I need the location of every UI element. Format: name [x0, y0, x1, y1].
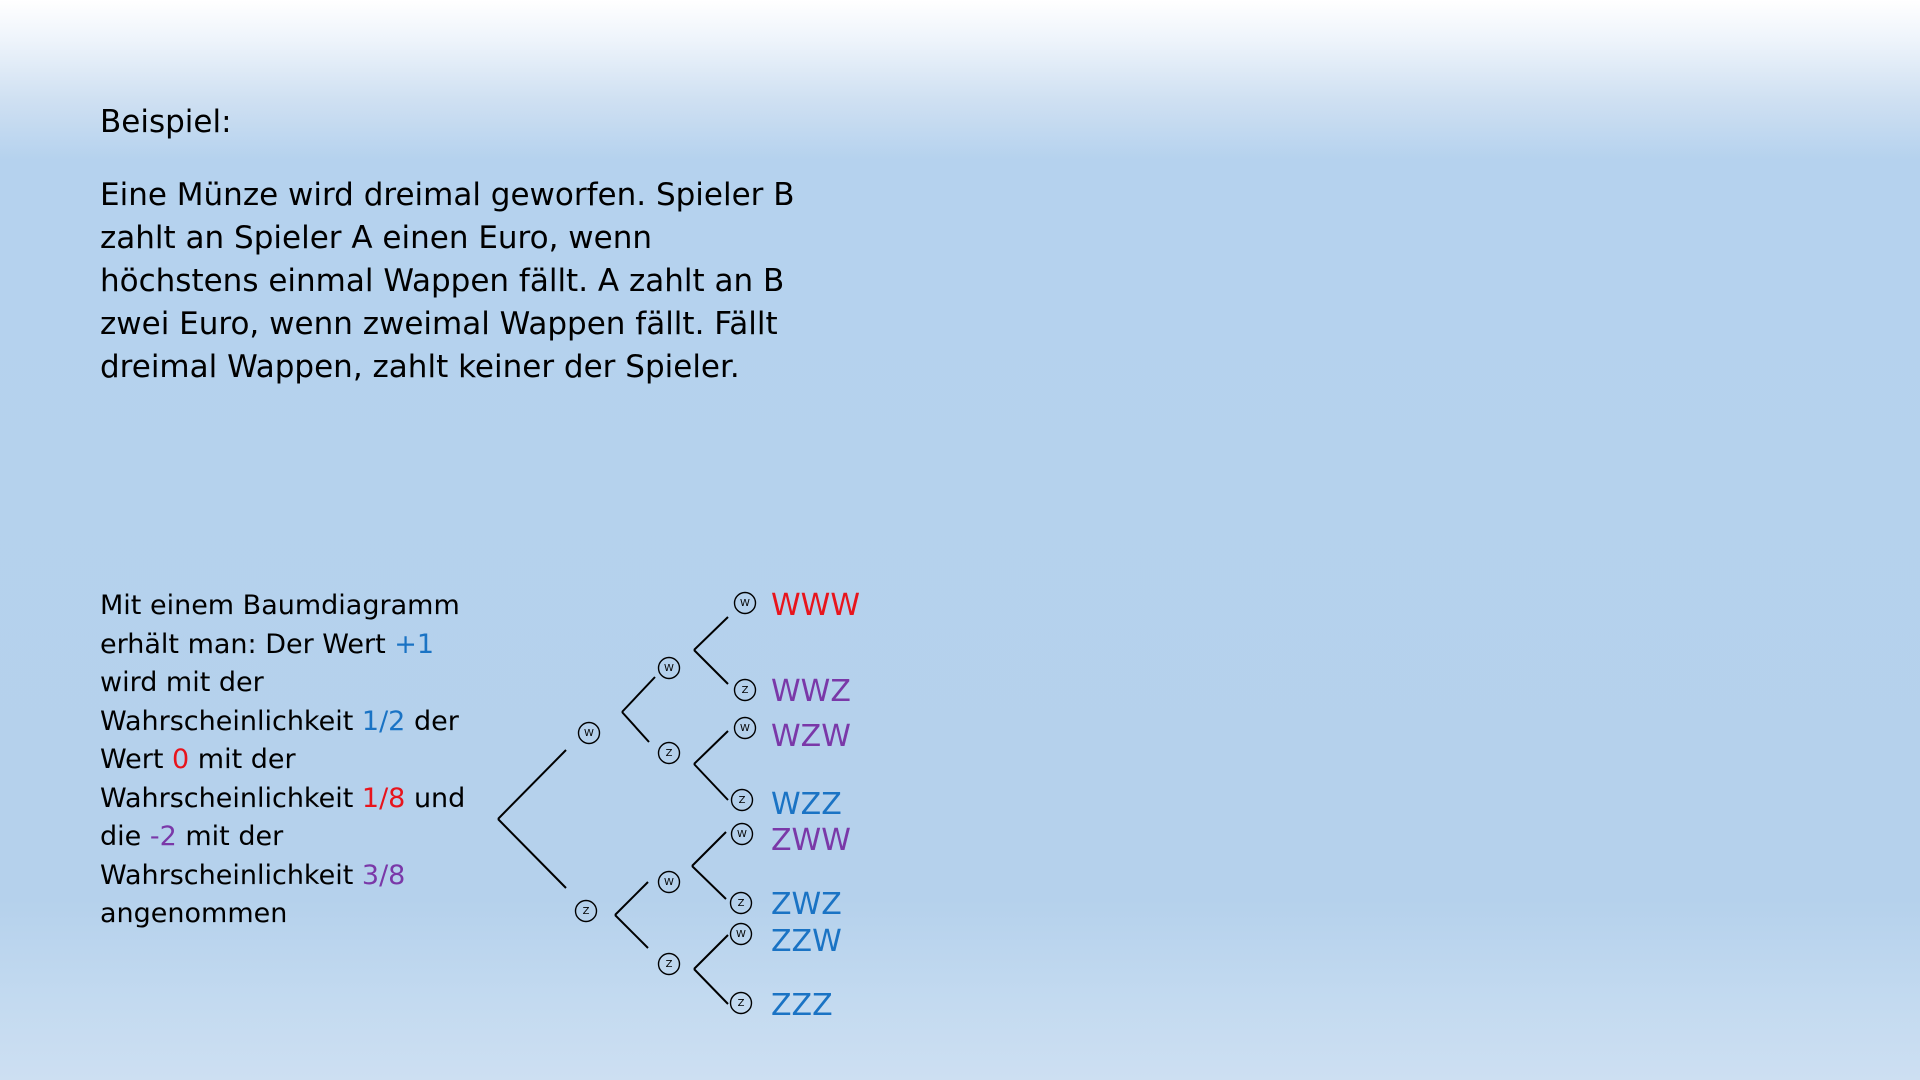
tree-branch	[614, 881, 649, 916]
value-zero: 0	[172, 744, 190, 775]
value-minus-two: -2	[149, 821, 177, 852]
node-letter: Z	[666, 748, 673, 759]
explanation-part: mit der Wahrscheinlichkeit	[100, 744, 362, 814]
outcome-wwz: WWZ	[771, 674, 851, 709]
node-circle	[730, 788, 754, 812]
node-circle	[729, 891, 753, 915]
node-circle	[729, 991, 753, 1015]
outcome-www: WWW	[771, 588, 860, 623]
tree-branch	[621, 676, 656, 713]
tree-node-z: Z	[574, 899, 598, 923]
node-letter: Z	[738, 898, 745, 909]
node-letter: W	[664, 877, 674, 888]
node-letter: Z	[742, 685, 749, 696]
node-circle	[733, 716, 757, 740]
node-circle	[730, 822, 754, 846]
probability-one-eighth: 1/8	[361, 782, 406, 814]
tree-branch	[693, 763, 729, 801]
tree-node-w: W	[577, 721, 601, 745]
tree-node-w: W	[729, 922, 753, 946]
tree-node-z: Z	[657, 741, 681, 765]
tree-node-w: W	[657, 870, 681, 894]
problem-statement: Eine Münze wird dreimal geworfen. Spiele…	[100, 177, 795, 385]
outcome-wzw: WZW	[771, 719, 851, 754]
node-circle	[729, 922, 753, 946]
tree-branch	[497, 818, 567, 889]
tree-branch	[693, 730, 729, 765]
explanation-part: angenommen	[100, 898, 288, 929]
tree-node-w: W	[730, 822, 754, 846]
tree-branch	[691, 865, 727, 900]
tree-node-z: Z	[729, 891, 753, 915]
value-plus-one: +1	[394, 628, 435, 660]
node-letter: Z	[583, 906, 590, 917]
tree-node-w: W	[657, 656, 681, 680]
tree-branch	[693, 934, 729, 970]
node-circle	[733, 678, 757, 702]
outcome-zzz: ZZZ	[771, 988, 833, 1023]
node-letter: W	[740, 598, 750, 609]
tree-node-w: W	[733, 716, 757, 740]
probability-three-eighths: 3/8	[361, 859, 406, 891]
node-letter: Z	[666, 959, 673, 970]
tree-branch	[621, 711, 650, 743]
node-letter: W	[737, 829, 747, 840]
tree-node-z: Z	[733, 678, 757, 702]
node-letter: W	[736, 929, 746, 940]
slide-heading: Beispiel:	[100, 104, 232, 140]
node-letter: Z	[739, 795, 746, 806]
node-circle	[577, 721, 601, 745]
node-circle	[657, 870, 681, 894]
explanation-part: und die	[100, 782, 466, 853]
node-circle	[733, 591, 757, 615]
tree-node-z: Z	[729, 991, 753, 1015]
tree-branch	[693, 649, 729, 685]
tree-node-w: W	[733, 591, 757, 615]
tree-branch	[693, 968, 729, 1005]
tree-branch	[693, 616, 729, 651]
explanation-text: Mit einem Baumdiagramm erhält man: Der W…	[100, 587, 500, 934]
explanation-part: wird mit der Wahrscheinlichkeit	[100, 667, 362, 737]
explanation-part: mit der Wahrscheinlichkeit	[100, 821, 362, 891]
node-circle	[657, 741, 681, 765]
outcome-wzz: WZZ	[771, 787, 842, 822]
node-circle	[657, 952, 681, 976]
node-letter: W	[740, 723, 750, 734]
node-circle	[657, 656, 681, 680]
outcome-zwz: ZWZ	[771, 887, 842, 922]
explanation-part: Mit einem Baumdiagramm erhält man: Der W…	[100, 590, 460, 660]
node-circle	[574, 899, 598, 923]
probability-one-half: 1/2	[361, 705, 406, 737]
tree-branch	[497, 749, 567, 820]
tree-branch	[691, 831, 727, 867]
outcome-zww: ZWW	[771, 823, 851, 858]
outcome-zzw: ZZW	[771, 924, 842, 959]
tree-node-z: Z	[657, 952, 681, 976]
node-letter: W	[584, 728, 594, 739]
tree-branch	[614, 914, 649, 949]
explanation-part: der Wert	[100, 705, 459, 776]
tree-node-z: Z	[730, 788, 754, 812]
node-letter: Z	[738, 998, 745, 1009]
node-letter: W	[664, 663, 674, 674]
